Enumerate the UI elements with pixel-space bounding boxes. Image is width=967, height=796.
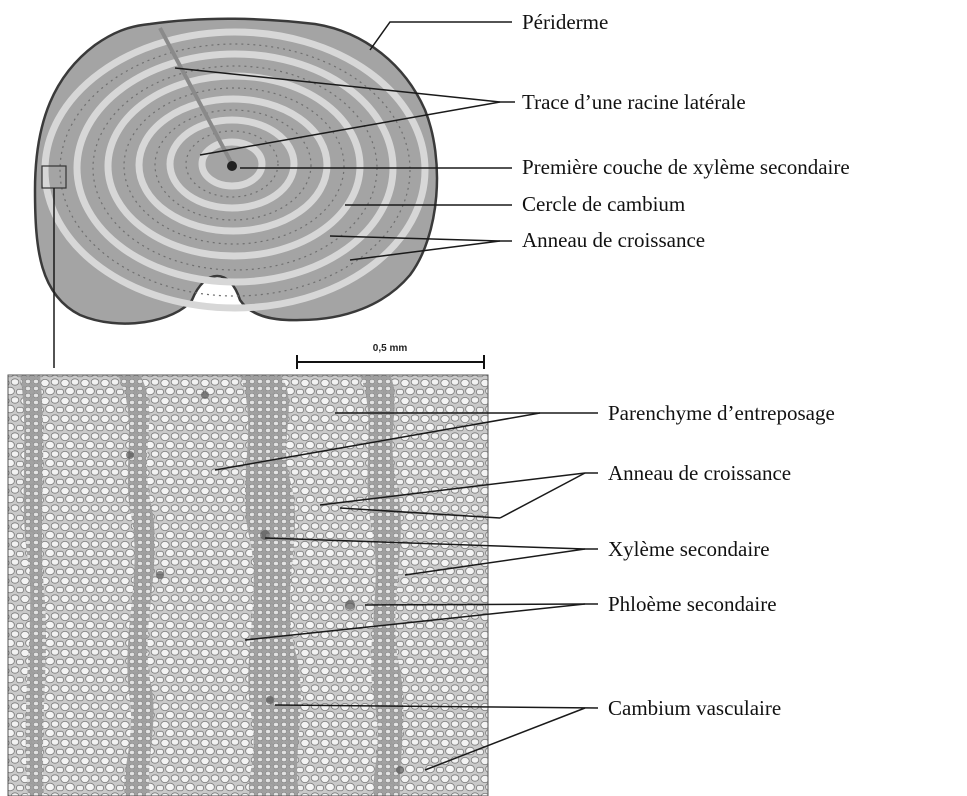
label-periderme: Périderme [522,10,608,34]
scale-bar-label: 0,5 mm [373,343,408,354]
label-premiere-couche-xyleme: Première couche de xylème secondaire [522,155,850,179]
label-cercle-cambium: Cercle de cambium [522,192,685,216]
label-trace-racine-laterale: Trace d’une racine latérale [522,90,746,114]
label-anneau-croissance-top: Anneau de croissance [522,228,705,252]
tissue-detail-image [8,375,488,796]
label-anneau-croissance-bottom: Anneau de croissance [608,461,791,485]
scale-bar: 0,5 mm [297,343,484,369]
label-xyleme-secondaire: Xylème secondaire [608,537,770,561]
label-cambium-vasculaire: Cambium vasculaire [608,696,781,720]
root-section-image [35,19,437,324]
label-parenchyme-entreposage: Parenchyme d’entreposage [608,401,835,425]
label-phloeme-secondaire: Phloème secondaire [608,592,777,616]
